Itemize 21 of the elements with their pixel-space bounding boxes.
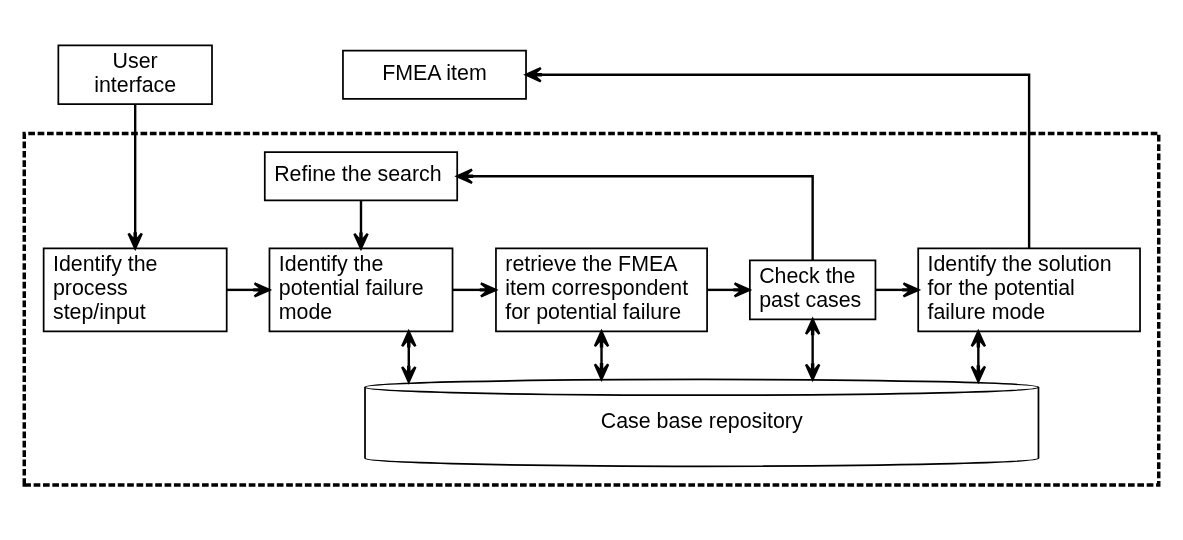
- node-box: Refine the search: [263, 150, 459, 201]
- arrow: [227, 281, 271, 298]
- arrow: [970, 329, 987, 382]
- node-box: Identify the solution for the potential failure mode: [917, 247, 1141, 332]
- arrow: [593, 329, 610, 380]
- arrow: [127, 103, 143, 249]
- arrow: [804, 317, 821, 380]
- node-box: retrieve the FMEA item correspondent for potential failure: [495, 247, 708, 332]
- node-box: Check the past cases: [748, 259, 877, 320]
- arrow: [353, 199, 369, 250]
- arrow: [875, 281, 920, 298]
- arrow: [524, 66, 1031, 248]
- arrow: [456, 167, 814, 260]
- arrow: [400, 329, 417, 383]
- node-box: Identify the potential failure mode: [268, 247, 454, 332]
- cluster: [22, 131, 1161, 487]
- arrow: [707, 281, 751, 298]
- node-box: FMEA item: [342, 49, 527, 100]
- node-box: Identify the process step/input: [42, 247, 228, 332]
- arrow: [452, 281, 497, 298]
- node-box: User interface: [57, 43, 213, 105]
